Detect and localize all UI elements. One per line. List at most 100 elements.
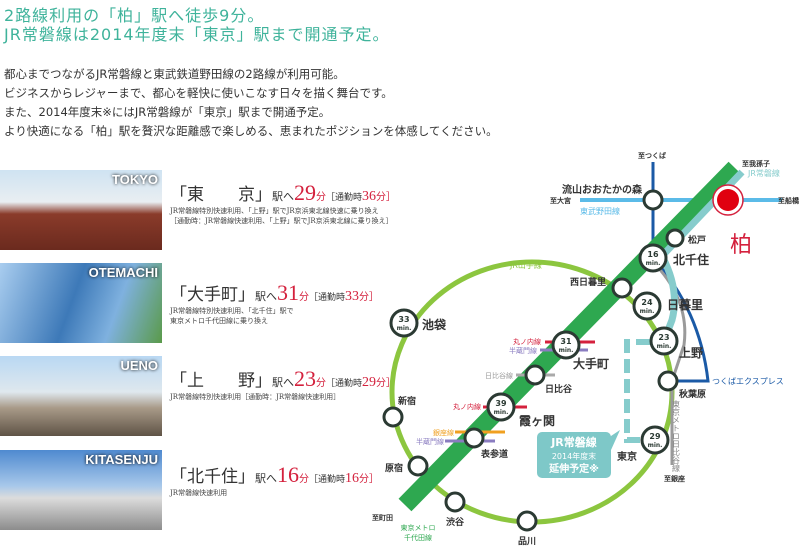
svg-text:24: 24 bbox=[641, 298, 653, 307]
direction-label: 至つくば bbox=[638, 151, 666, 160]
station-label: 流山おおたかの森 bbox=[562, 183, 643, 196]
svg-text:min.: min. bbox=[559, 347, 574, 354]
route-note: JR常磐線特別快速利用、「上野」駅でJR京浜東北線快速に乗り換え bbox=[170, 207, 379, 215]
svg-text:29: 29 bbox=[649, 432, 661, 441]
photo-tokyo: TOKYO bbox=[0, 170, 162, 250]
station-label: 大手町 bbox=[573, 356, 609, 371]
station-name: 「上 野」 bbox=[170, 371, 272, 391]
unit: 分 bbox=[316, 378, 326, 389]
body-line: 都心までつながるJR常磐線と東武鉄道野田線の2路線が利用可能。 bbox=[4, 67, 345, 81]
station-label: 北千住 bbox=[673, 252, 709, 267]
station-label: 原宿 bbox=[385, 462, 403, 474]
hibiya-line-label: 東京メトロ日比谷線 bbox=[672, 399, 681, 472]
station-label: 日暮里 bbox=[667, 297, 703, 312]
minutes: 31 bbox=[277, 280, 299, 305]
joban-label: JR常磐線 bbox=[747, 168, 780, 178]
station-label: 表参道 bbox=[480, 448, 508, 460]
station-label: 渋谷 bbox=[446, 516, 465, 528]
commute-label: ［通勤時 bbox=[309, 293, 346, 303]
station-label: 松戸 bbox=[688, 234, 706, 246]
unit: 分］ bbox=[376, 378, 397, 389]
svg-text:min.: min. bbox=[646, 260, 661, 267]
svg-text:23: 23 bbox=[658, 333, 669, 342]
joban-extension-line bbox=[624, 339, 650, 443]
direction-label: 至町田 bbox=[372, 514, 393, 522]
photo-kitasenju: KITASENJU bbox=[0, 450, 162, 530]
commute-minutes: 36 bbox=[362, 189, 377, 204]
photo-label: OTEMACHI bbox=[88, 265, 158, 280]
station-label: 東京 bbox=[617, 450, 637, 463]
minutes: 29 bbox=[294, 180, 316, 205]
bubble-text: 2014年度末 bbox=[552, 451, 596, 461]
svg-text:39: 39 bbox=[495, 399, 507, 408]
unit: 分］ bbox=[359, 292, 380, 303]
station-label: 西日暮里 bbox=[570, 276, 606, 288]
direction-label: 至我孫子 bbox=[742, 159, 770, 168]
station-label: 霞ヶ関 bbox=[519, 414, 555, 428]
route-note: JR常磐線快速利用 bbox=[170, 489, 228, 497]
station-label: 池袋 bbox=[422, 317, 447, 332]
commute-label: ［通勤時 bbox=[326, 193, 363, 203]
direction-label: 至船橋 bbox=[778, 196, 800, 205]
route-note: 東京メトロ千代田線に乗り換え bbox=[170, 317, 268, 325]
line-label: 丸ノ内線 bbox=[513, 337, 541, 346]
route-note: ［通勤時：JR常磐線快速利用、「上野」駅でJR京浜東北線に乗り換え］ bbox=[170, 217, 393, 225]
station-label: 上野 bbox=[679, 345, 703, 360]
headline-2: JR常磐線は2014年度末「東京」駅まで開通予定。 bbox=[4, 25, 390, 44]
commute-minutes: 29 bbox=[362, 375, 377, 390]
svg-text:min.: min. bbox=[494, 409, 509, 416]
chiyoda-label: 東京メトロ bbox=[401, 523, 436, 532]
station-label: 日比谷 bbox=[545, 383, 573, 395]
photo-label: TOKYO bbox=[112, 172, 158, 187]
to-label: 駅へ bbox=[255, 290, 277, 303]
station-label: 秋葉原 bbox=[678, 388, 706, 400]
unit: 分 bbox=[299, 474, 309, 485]
station-name: 「大手町」 bbox=[170, 285, 255, 305]
body-line: ビジネスからレジャーまで、都心を軽快に使いこなす日々を描く舞台です。 bbox=[4, 86, 393, 100]
photo-label: UENO bbox=[120, 358, 158, 373]
hibiya-line bbox=[651, 260, 687, 465]
body-line: また、2014年度末※にはJR常磐線が「東京」駅まで開通予定。 bbox=[4, 105, 331, 119]
commute-minutes: 33 bbox=[345, 289, 360, 304]
station-kashiwa: 柏 bbox=[730, 233, 752, 258]
chiyoda-label: 千代田線 bbox=[404, 533, 432, 542]
body-line: より快適になる「柏」駅を贅沢な距離感で楽しめる、恵まれたポジションを体感してくだ… bbox=[4, 124, 498, 138]
station-label: 新宿 bbox=[398, 395, 416, 407]
to-label: 駅へ bbox=[272, 376, 294, 389]
minutes: 23 bbox=[294, 366, 316, 391]
line-label: 半蔵門線 bbox=[509, 346, 537, 355]
direction-label: 至銀座 bbox=[664, 474, 685, 483]
route-kitasenju: 「北千住」駅へ16分［通勤時16分］ JR常磐線快速利用 bbox=[170, 462, 379, 498]
svg-text:16: 16 bbox=[647, 250, 659, 259]
photo-ueno: UENO bbox=[0, 356, 162, 436]
yamanote-label: JR山手線 bbox=[509, 260, 542, 270]
svg-text:min.: min. bbox=[397, 325, 412, 332]
bubble-text: 延伸予定※ bbox=[548, 462, 599, 475]
to-label: 駅へ bbox=[272, 190, 294, 203]
minutes: 16 bbox=[277, 462, 299, 487]
commute-label: ［通勤時 bbox=[326, 379, 363, 389]
line-label: 半蔵門線 bbox=[416, 437, 444, 446]
route-otemachi: 「大手町」駅へ31分［通勤時33分］ JR常磐線特別快速利用、「北千住」駅で 東… bbox=[170, 280, 379, 326]
extension-bubble bbox=[537, 432, 611, 478]
headline-1: 2路線利用の「柏」駅へ徒歩9分。 bbox=[4, 6, 265, 25]
svg-text:min.: min. bbox=[640, 308, 655, 315]
svg-text:min.: min. bbox=[648, 442, 663, 449]
photo-otemachi: OTEMACHI bbox=[0, 263, 162, 343]
station-markers bbox=[382, 189, 685, 532]
unit: 分］ bbox=[359, 474, 380, 485]
line-label: 丸ノ内線 bbox=[453, 402, 481, 411]
to-label: 駅へ bbox=[255, 472, 277, 485]
route-ueno: 「上 野」駅へ23分［通勤時29分］ JR常磐線特別快速利用［通勤時：JR常磐線… bbox=[170, 366, 396, 402]
unit: 分 bbox=[299, 292, 309, 303]
bubble-text: JR常磐線 bbox=[550, 435, 597, 449]
svg-text:33: 33 bbox=[398, 315, 409, 324]
station-name: 「東 京」 bbox=[170, 185, 272, 205]
route-note: JR常磐線特別快速利用、「北千住」駅で bbox=[170, 307, 294, 315]
unit: 分 bbox=[316, 192, 326, 203]
station-label: 品川 bbox=[518, 536, 536, 547]
route-tokyo: 「東 京」駅へ29分［通勤時36分］ JR常磐線特別快速利用、「上野」駅でJR京… bbox=[170, 180, 396, 226]
route-note: JR常磐線特別快速利用［通勤時：JR常磐線快速利用］ bbox=[170, 393, 341, 401]
station-name: 「北千住」 bbox=[170, 467, 255, 487]
